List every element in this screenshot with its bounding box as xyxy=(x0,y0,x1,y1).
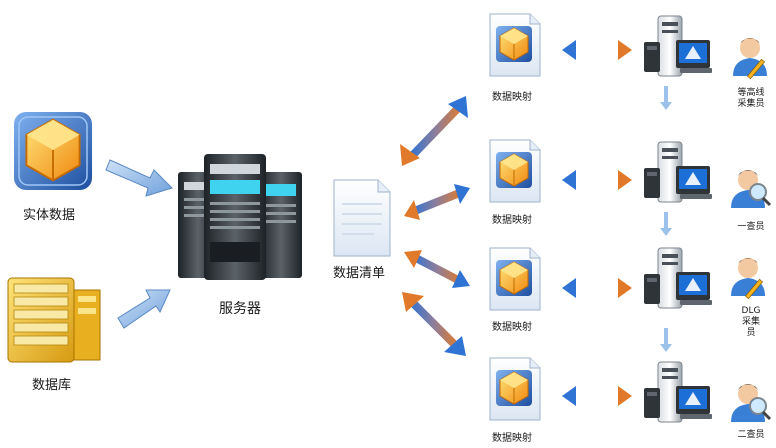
role-label: DLG 采集 员 xyxy=(732,306,770,339)
fanout-arrow-4 xyxy=(402,292,466,356)
server-label: 服务器 xyxy=(219,301,261,317)
data-mapping-label: 数据映射 xyxy=(492,433,532,444)
row-2 xyxy=(490,140,772,210)
data-mapping-icon xyxy=(490,140,540,202)
workstation-icon xyxy=(643,361,713,423)
flow-down-arrow xyxy=(660,212,672,236)
data-mapping-icon xyxy=(490,14,540,76)
flow-down-arrow xyxy=(660,86,672,110)
role-line: 员 xyxy=(746,328,756,338)
mapping-pc-arrow xyxy=(562,278,632,298)
database-icon xyxy=(7,277,101,363)
fanout-arrow-3 xyxy=(404,250,470,288)
role-line: 采集 xyxy=(741,317,760,327)
database-to-server-arrow xyxy=(117,289,171,329)
role-line: 等高线 xyxy=(737,88,765,98)
role-line: DLG xyxy=(741,306,761,316)
entity-to-server-arrow xyxy=(105,159,173,197)
role-label: 等高线 采集员 xyxy=(732,88,770,110)
server-icon xyxy=(178,154,302,280)
entity-data-label: 实体数据 xyxy=(23,208,76,223)
flow-down-arrow xyxy=(660,328,672,352)
entity-data-icon xyxy=(14,112,92,190)
data-mapping-icon xyxy=(490,358,540,420)
data-mapping-icon xyxy=(490,248,540,310)
mapping-pc-arrow xyxy=(562,40,632,60)
database-label: 数据库 xyxy=(32,378,72,393)
fanout-arrow-1 xyxy=(400,96,468,166)
workstation-icon xyxy=(643,141,713,203)
role-line: 采集员 xyxy=(737,99,765,109)
user-magnifier-icon xyxy=(729,168,772,210)
data-mapping-label: 数据映射 xyxy=(492,92,532,103)
workstation-icon xyxy=(643,15,713,77)
data-list-label: 数据清单 xyxy=(333,266,386,281)
user-pencil-icon xyxy=(730,257,766,300)
data-list-icon xyxy=(333,179,391,257)
fanout-arrow-2 xyxy=(404,184,470,220)
user-pencil-icon xyxy=(732,37,768,80)
role-label: 二查员 xyxy=(732,430,770,441)
mapping-pc-arrow xyxy=(562,170,632,190)
user-magnifier-icon xyxy=(729,382,772,424)
role-line: 二查员 xyxy=(737,430,765,440)
row-4 xyxy=(490,358,772,424)
role-label: 一查员 xyxy=(732,222,770,233)
row-3 xyxy=(490,247,766,310)
workstation-icon xyxy=(643,247,713,309)
data-mapping-label: 数据映射 xyxy=(492,322,532,333)
role-line: 一查员 xyxy=(737,222,765,232)
mapping-pc-arrow xyxy=(562,386,632,406)
data-mapping-label: 数据映射 xyxy=(492,215,532,226)
row-1 xyxy=(490,14,768,80)
